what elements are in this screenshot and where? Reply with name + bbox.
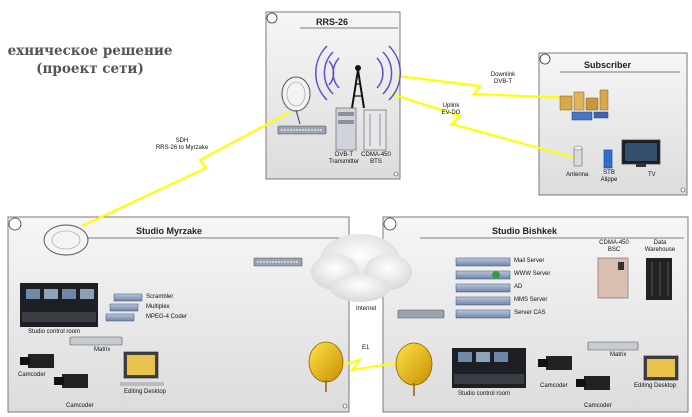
stb-label: STB Alippe (598, 170, 620, 184)
camcoder-icon (576, 376, 610, 390)
matrix-switch-icon (69, 336, 123, 346)
bsc-cabinet-icon (597, 257, 629, 299)
control-room-image (452, 348, 526, 388)
satellite-dish-icon (308, 341, 344, 392)
server-stack-icon (455, 257, 511, 319)
stb-line1: STB (603, 170, 615, 176)
bts-line1: CDMA-450 (361, 152, 391, 158)
camcoder-label: Camcoder (540, 383, 568, 389)
warehouse-line1: Data (653, 240, 667, 246)
uplink-label: Uplink EV-DO (436, 103, 466, 117)
satellite-dish-icon (281, 76, 311, 125)
coder-label: MPEG-4 Coder (146, 314, 188, 320)
link-sdh (81, 111, 291, 227)
editing-desktop-label: Editing Desktop (124, 389, 167, 395)
title-line1: ехническое решение (7, 43, 173, 59)
sdh-line2: RRS-26 to Myrzake (155, 145, 209, 151)
control-room-label: Studio control room (458, 391, 511, 397)
antenna-icon (573, 145, 583, 167)
internet-cloud-icon (311, 234, 412, 302)
warehouse-label: Data Warehouse (642, 240, 678, 254)
multiplex-label: Multiplex (146, 304, 170, 310)
box-corner-circle (266, 12, 278, 24)
uplink-line1: Uplink (442, 103, 460, 109)
editing-desktop-icon (643, 355, 679, 381)
link-e1 (337, 358, 403, 372)
page-title: ехническое решение (проект сети) (0, 42, 180, 78)
link-downlink (397, 74, 571, 100)
box-title-subscriber: Subscriber (584, 60, 632, 70)
satellite-dish-icon (43, 224, 89, 256)
stb-line2: Alippe (600, 177, 618, 183)
buildings-icon (559, 89, 609, 121)
editing-desktop-label: Editing Desktop (634, 383, 677, 389)
transmitter-label: DVB-T Transmitter (326, 152, 362, 166)
downlink-label: Downlink DVB-T (488, 72, 518, 86)
matrix-label: Matrix (610, 352, 627, 358)
transmitter-line2: Transmitter (328, 159, 360, 165)
network-switch-icon (277, 125, 327, 135)
downlink-line1: Downlink (490, 72, 516, 78)
warehouse-line2: Warehouse (644, 247, 676, 253)
box-title-bishkek: Studio Bishkek (492, 226, 558, 236)
antenna-label: Antenna (566, 172, 589, 178)
link-uplink (391, 92, 576, 160)
camcoder-icon (20, 354, 54, 368)
subscriber-box (538, 52, 688, 196)
box-title-myrzake: Studio Myrzake (136, 226, 203, 236)
tv-icon (621, 139, 661, 167)
matrix-label: Matrix (94, 347, 111, 353)
bts-label: CDMA-450 BTS (358, 152, 394, 166)
dvb-transmitter-icon (335, 107, 357, 151)
camcoder-label: Camcoder (18, 372, 46, 378)
bsc-label: CDMA-450 BSC (596, 240, 632, 254)
network-switch-icon (253, 257, 303, 267)
camcoder-label: Camcoder (584, 403, 612, 409)
e1-label: E1 (362, 345, 370, 351)
camcoder-icon (538, 356, 572, 370)
transmitter-line1: DVB-T (335, 152, 353, 158)
radio-tower-icon (314, 45, 402, 109)
sdh-label: SDH RRS-26 to Myrzake (142, 138, 222, 152)
server-label: MMS Server (514, 297, 548, 303)
matrix-switch-icon (587, 341, 639, 351)
server-label: Server CAS (514, 310, 546, 316)
control-room-label: Studio control room (28, 329, 81, 335)
camcoder-label: Camcoder (66, 403, 94, 409)
bts-cabinet-icon (363, 109, 387, 151)
uplink-line2: EV-DO (441, 110, 461, 116)
stb-icon (603, 149, 613, 169)
editing-desktop-icon (120, 351, 164, 386)
server-label: Mail Server (514, 258, 545, 264)
downlink-line2: DVB-T (494, 79, 512, 85)
data-warehouse-icon (646, 258, 672, 300)
network-switch-icon (397, 309, 445, 319)
box-title-rrs: RRS-26 (316, 17, 349, 27)
bts-line2: BTS (370, 159, 382, 165)
camcoder-icon (54, 374, 88, 388)
title-line2: (проект сети) (36, 61, 144, 77)
bsc-line2: BSC (607, 247, 621, 253)
control-room-image (20, 283, 98, 327)
internet-label: Internet (356, 306, 377, 312)
satellite-dish-icon (395, 342, 433, 396)
bsc-line1: CDMA-450 (599, 240, 629, 246)
tv-label: TV (648, 172, 656, 178)
server-label: AD (514, 284, 523, 290)
sdh-line1: SDH (175, 138, 189, 144)
scrambler-label: Scrambler (146, 294, 174, 300)
coder-stack-icon (105, 293, 143, 322)
server-label: WWW Server (514, 271, 551, 277)
